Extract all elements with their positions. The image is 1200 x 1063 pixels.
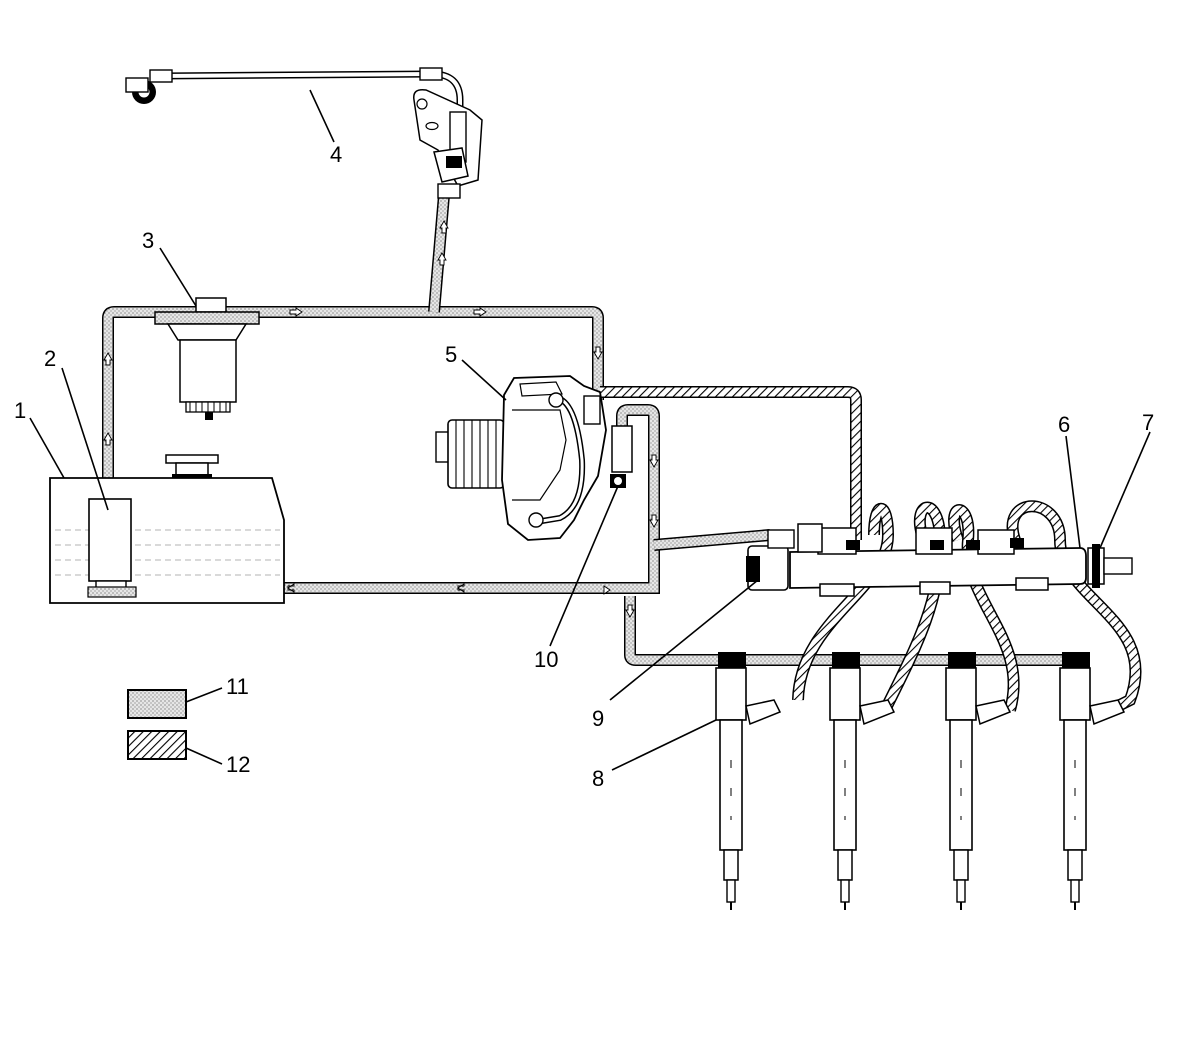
legend <box>127 689 187 760</box>
callout-5: 5 <box>445 342 457 367</box>
callout-10: 10 <box>534 647 558 672</box>
fuel-rail <box>789 523 1087 597</box>
pump-drive-gear <box>447 419 505 489</box>
fuel-tank <box>49 454 285 604</box>
high-pressure-pump <box>435 375 633 541</box>
sensor-line <box>125 67 483 199</box>
callouts: 1 2 3 4 5 6 7 8 9 10 11 12 <box>14 142 1154 791</box>
injector <box>829 652 896 910</box>
low-pressure-lines <box>90 194 1072 666</box>
callout-6: 6 <box>1058 412 1070 437</box>
leader-lines <box>29 89 1151 771</box>
fuel-pump-module <box>87 498 137 598</box>
pump-pressure-regulator <box>610 425 633 488</box>
flow-arrows <box>103 220 659 618</box>
callout-7: 7 <box>1142 410 1154 435</box>
injector <box>945 652 1012 910</box>
fuel-pressure-sensor <box>1087 544 1133 588</box>
injector <box>1059 652 1126 910</box>
injector <box>715 652 782 910</box>
fuel-rail-pressure-regulator <box>746 529 795 591</box>
callout-1: 1 <box>14 398 26 423</box>
legend-swatch-stippled <box>127 689 187 719</box>
callout-2: 2 <box>44 346 56 371</box>
fuel-filter <box>154 297 260 420</box>
temperature-sensor <box>125 77 156 104</box>
callout-12: 12 <box>226 752 250 777</box>
callout-9: 9 <box>592 706 604 731</box>
legend-swatch-hatched <box>127 730 187 760</box>
callout-8: 8 <box>592 766 604 791</box>
callout-3: 3 <box>142 228 154 253</box>
sensor-bracket <box>413 88 483 199</box>
callout-11: 11 <box>226 674 249 699</box>
callout-4: 4 <box>330 142 342 167</box>
